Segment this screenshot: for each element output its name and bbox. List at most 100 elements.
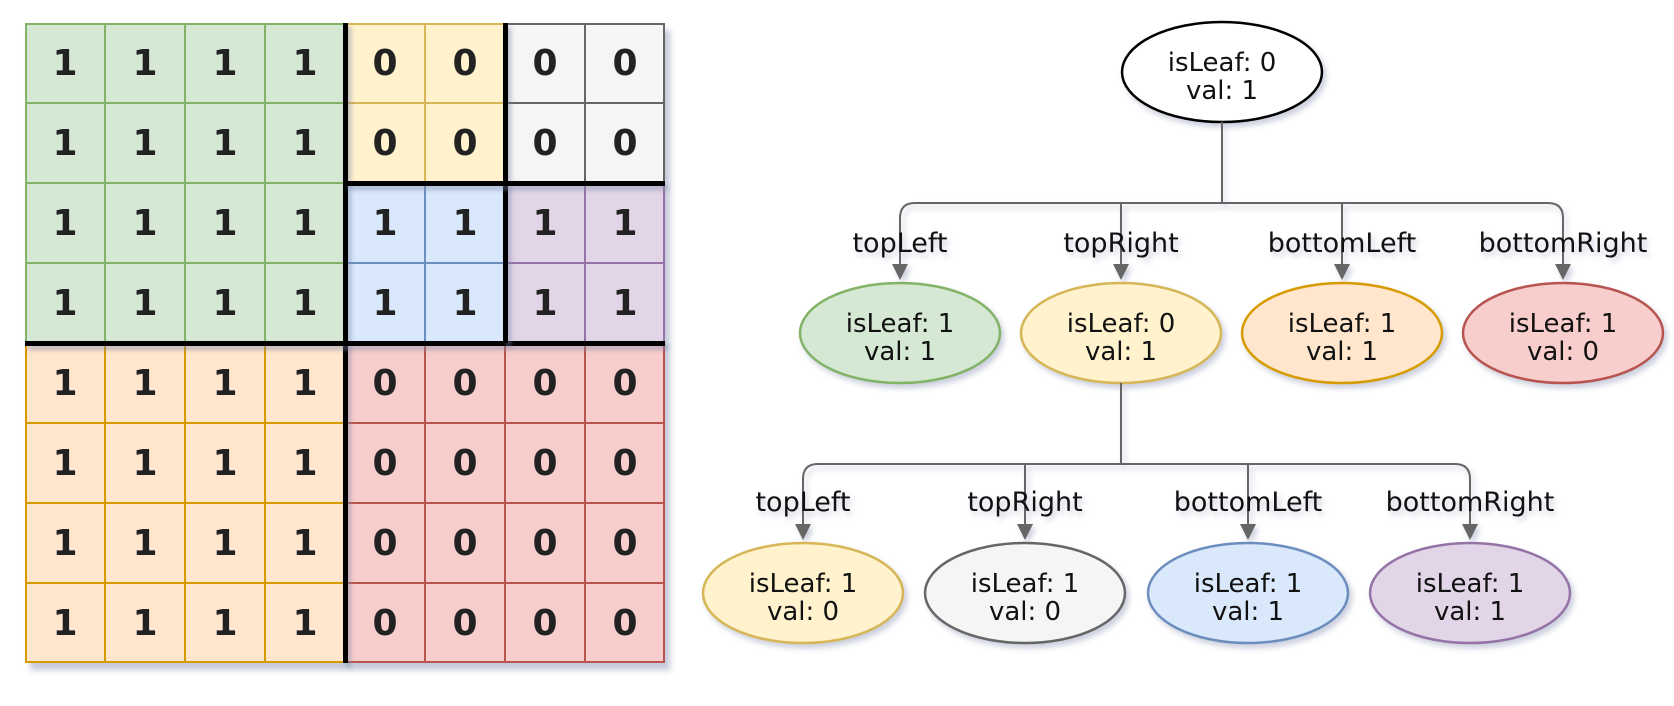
grid-cell-r0c3: 1: [265, 23, 345, 103]
grid-cell-value: 1: [292, 522, 318, 564]
grid-cell-value: 0: [372, 362, 398, 404]
grid-cell-value: 0: [532, 442, 558, 484]
edge-label-l3-bottomLeft: bottomLeft: [1174, 487, 1322, 518]
grid-cell-value: 1: [52, 202, 78, 244]
edge-label-l2-topRight: topRight: [1063, 228, 1178, 259]
edge-label-l3-bottomRight: bottomRight: [1386, 487, 1555, 518]
grid-cell-r3c0: 1: [25, 263, 105, 343]
grid-cell-r6c4: 0: [345, 503, 425, 583]
tree-node-l3-bottomRight-isleaf-text: isLeaf: 1: [1416, 569, 1525, 599]
grid-cell-r4c5: 0: [425, 343, 505, 423]
grid-cell-value: 1: [132, 362, 158, 404]
grid-cell-value: 1: [132, 202, 158, 244]
grid-cell-r3c1: 1: [105, 263, 185, 343]
grid-cell-r4c2: 1: [185, 343, 265, 423]
tree-node-l3-topLeft-val-text: val: 0: [767, 597, 839, 627]
grid-cell-r2c1: 1: [105, 183, 185, 263]
grid-cell-value: 1: [132, 282, 158, 324]
grid-cell-r2c4: 1: [345, 183, 425, 263]
grid-cell-r1c1: 1: [105, 103, 185, 183]
grid-cell-value: 1: [132, 42, 158, 84]
grid-cell-r2c2: 1: [185, 183, 265, 263]
grid-cell-value: 1: [52, 282, 78, 324]
grid-cell-r2c0: 1: [25, 183, 105, 263]
arrowhead-l3-bottomLeft: [1240, 524, 1256, 540]
grid-cell-value: 0: [532, 362, 558, 404]
tree-node-l3-topLeft-isleaf-text: isLeaf: 1: [749, 569, 858, 599]
grid-cell-value: 1: [52, 122, 78, 164]
grid-cell-r2c6: 1: [505, 183, 585, 263]
tree-node-l2-bottomLeft-val-text: val: 1: [1306, 337, 1378, 367]
tree-node-l3-topLeft-ellipse: [701, 541, 905, 645]
grid-cell-value: 1: [532, 202, 558, 244]
tree-node-l3-topRight-isleaf-text: isLeaf: 1: [971, 569, 1080, 599]
arrowhead-l2-topLeft: [892, 264, 908, 280]
grid-cell-value: 0: [452, 42, 478, 84]
grid-cell-value: 1: [52, 602, 78, 644]
grid-cell-r0c1: 1: [105, 23, 185, 103]
grid-cell-r0c0: 1: [25, 23, 105, 103]
tree-node-root-val-text: val: 1: [1186, 76, 1258, 106]
tree-node-l3-bottomLeft-ellipse: [1146, 541, 1350, 645]
edge-label-l2-topLeft: topLeft: [852, 228, 947, 259]
grid-cell-value: 1: [212, 282, 238, 324]
grid-cell-r2c5: 1: [425, 183, 505, 263]
grid-cell-value: 1: [212, 42, 238, 84]
grid-cell-value: 1: [132, 602, 158, 644]
grid-cell-value: 0: [372, 522, 398, 564]
grid-cell-value: 1: [292, 122, 318, 164]
grid-cell-value: 1: [532, 282, 558, 324]
arrowhead-l3-topRight: [1017, 524, 1033, 540]
quadrant-divider-horizontal-subquad: [345, 180, 665, 186]
grid-cell-value: 1: [292, 42, 318, 84]
grid-cell-r3c3: 1: [265, 263, 345, 343]
grid-cell-r1c5: 0: [425, 103, 505, 183]
grid-cell-r6c5: 0: [425, 503, 505, 583]
grid-cell-value: 1: [612, 282, 638, 324]
grid-cell-value: 1: [52, 522, 78, 564]
grid-cell-value: 0: [372, 602, 398, 644]
grid-cell-r4c0: 1: [25, 343, 105, 423]
grid-cell-r1c0: 1: [25, 103, 105, 183]
tree-node-l2-topLeft-val-text: val: 1: [864, 337, 936, 367]
grid-cell-value: 1: [292, 282, 318, 324]
grid-cell-value: 1: [52, 442, 78, 484]
tree-node-l2-topLeft-isleaf-text: isLeaf: 1: [846, 309, 955, 339]
grid-cell-r3c4: 1: [345, 263, 425, 343]
quadrant-divider-horizontal-main: [25, 340, 665, 346]
grid-cell-value: 0: [452, 522, 478, 564]
grid-cell-r7c2: 1: [185, 583, 265, 663]
grid-cell-value: 1: [372, 282, 398, 324]
grid-cell-r4c1: 1: [105, 343, 185, 423]
grid-cell-r6c1: 1: [105, 503, 185, 583]
grid-cell-value: 1: [292, 202, 318, 244]
grid-cell-r6c3: 1: [265, 503, 345, 583]
grid-cell-value: 0: [372, 42, 398, 84]
tree-node-l3-topRight-ellipse: [923, 541, 1127, 645]
grid-cell-r5c7: 0: [585, 423, 665, 503]
edge-label-l2-bottomLeft: bottomLeft: [1268, 228, 1416, 259]
tree-node-l3-bottomLeft-val-text: val: 1: [1212, 597, 1284, 627]
grid-cell-value: 1: [212, 122, 238, 164]
edge-bus-l2: [899, 202, 1564, 265]
grid-cell-r3c7: 1: [585, 263, 665, 343]
tree-node-l3-bottomRight-val-text: val: 1: [1434, 597, 1506, 627]
edge-label-l3-topRight: topRight: [967, 487, 1082, 518]
tree-node-l2-topRight-val-text: val: 1: [1085, 337, 1157, 367]
arrowhead-l2-bottomRight: [1555, 264, 1571, 280]
grid-cell-value: 0: [612, 522, 638, 564]
grid-cell-value: 0: [612, 602, 638, 644]
grid-cell-r7c6: 0: [505, 583, 585, 663]
tree-node-l2-bottomLeft-ellipse: [1240, 281, 1444, 385]
grid-cell-r1c7: 0: [585, 103, 665, 183]
grid-cell-r0c7: 0: [585, 23, 665, 103]
tree-node-l3-bottomLeft-isleaf-text: isLeaf: 1: [1194, 569, 1303, 599]
grid-cell-value: 1: [212, 202, 238, 244]
grid-cell-value: 1: [292, 362, 318, 404]
grid-cell-value: 0: [372, 122, 398, 164]
grid-cell-r4c7: 0: [585, 343, 665, 423]
tree-node-l2-bottomRight-isleaf-text: isLeaf: 1: [1509, 309, 1618, 339]
grid-cell-value: 0: [452, 122, 478, 164]
